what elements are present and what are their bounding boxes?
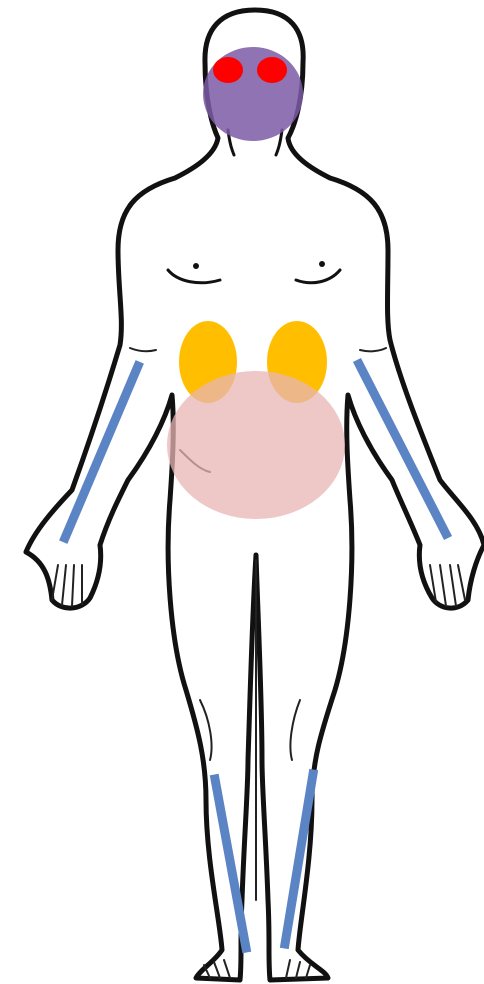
lower-abdomen-highlight <box>167 371 345 519</box>
left-eye-highlight <box>213 57 243 83</box>
right-eye-highlight <box>257 57 287 83</box>
